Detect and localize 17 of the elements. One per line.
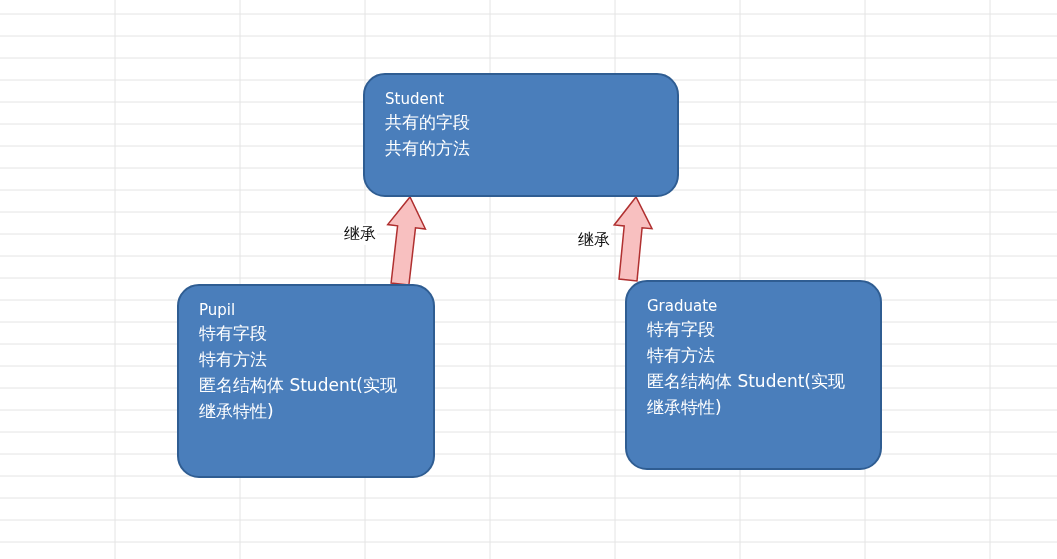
edge-label: 继承 — [343, 224, 377, 245]
block-arrow — [612, 195, 654, 282]
member-text: 特有方法 — [647, 344, 716, 367]
class-name: Graduate — [647, 296, 719, 316]
member-text: 匿名结构体 Student(实现继承特性) — [647, 370, 846, 419]
member-text: 共有的字段 — [385, 111, 471, 134]
class-box — [363, 73, 679, 197]
class-box — [625, 280, 882, 470]
member-text: 共有的方法 — [385, 137, 471, 160]
member-text: 特有字段 — [647, 318, 716, 341]
class-name: Pupil — [199, 300, 237, 320]
class-box — [177, 284, 435, 478]
block-arrow — [386, 195, 427, 286]
member-text: 匿名结构体 Student(实现继承特性) — [199, 374, 398, 423]
class-name: Student — [385, 89, 446, 109]
member-text: 特有字段 — [199, 322, 268, 345]
member-text: 特有方法 — [199, 348, 268, 371]
